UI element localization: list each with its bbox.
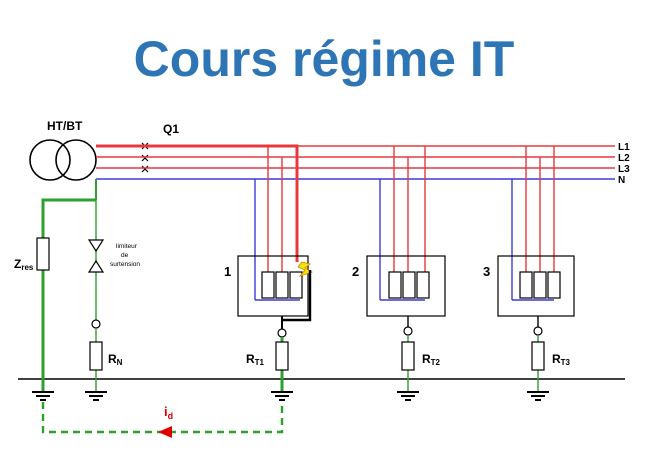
limiter-label-2: de — [121, 252, 129, 259]
load-1 — [237, 146, 313, 401]
rt3-label: RT3 — [552, 352, 571, 367]
resistor-rn — [89, 341, 103, 371]
limiter-label-1: limiteur — [116, 243, 138, 250]
rt1-label: RT1 — [246, 352, 265, 367]
limiter-label-3: surtension — [110, 261, 140, 268]
rn-label: RN — [108, 352, 123, 367]
label-l1: L1 — [618, 142, 630, 153]
fault-current-label: id — [164, 404, 173, 421]
load-2 — [366, 146, 446, 401]
load-2-number: 2 — [352, 264, 359, 279]
load-3 — [497, 146, 575, 401]
fault-current-arrow-icon — [158, 426, 172, 438]
zres-label: Zres — [14, 257, 34, 272]
impedance-zres — [36, 237, 50, 271]
page-title: Cours régime IT — [133, 31, 515, 87]
bus-lines — [96, 144, 615, 262]
resistor-rt3 — [531, 341, 545, 371]
fault-phase-path — [96, 144, 299, 262]
resistor-rt1 — [275, 341, 289, 371]
label-l2: L2 — [618, 153, 630, 164]
fault-current-path — [41, 402, 284, 438]
load-3-enclosure — [497, 255, 575, 317]
fault-spark-icon — [297, 261, 313, 277]
load-1-number: 1 — [224, 264, 231, 279]
resistor-rt2 — [401, 341, 415, 371]
neutral-earth-branch — [31, 179, 108, 401]
transformer — [29, 139, 97, 181]
label-n: N — [618, 175, 625, 186]
load-1-enclosure — [237, 255, 309, 317]
surge-limiter-icon — [87, 239, 105, 253]
load-3-number: 3 — [483, 264, 490, 279]
breaker-label: Q1 — [163, 122, 179, 136]
rt2-label: RT2 — [422, 352, 441, 367]
transformer-label: HT/BT — [47, 119, 83, 133]
label-l3: L3 — [618, 164, 630, 175]
load-2-enclosure — [366, 255, 446, 317]
